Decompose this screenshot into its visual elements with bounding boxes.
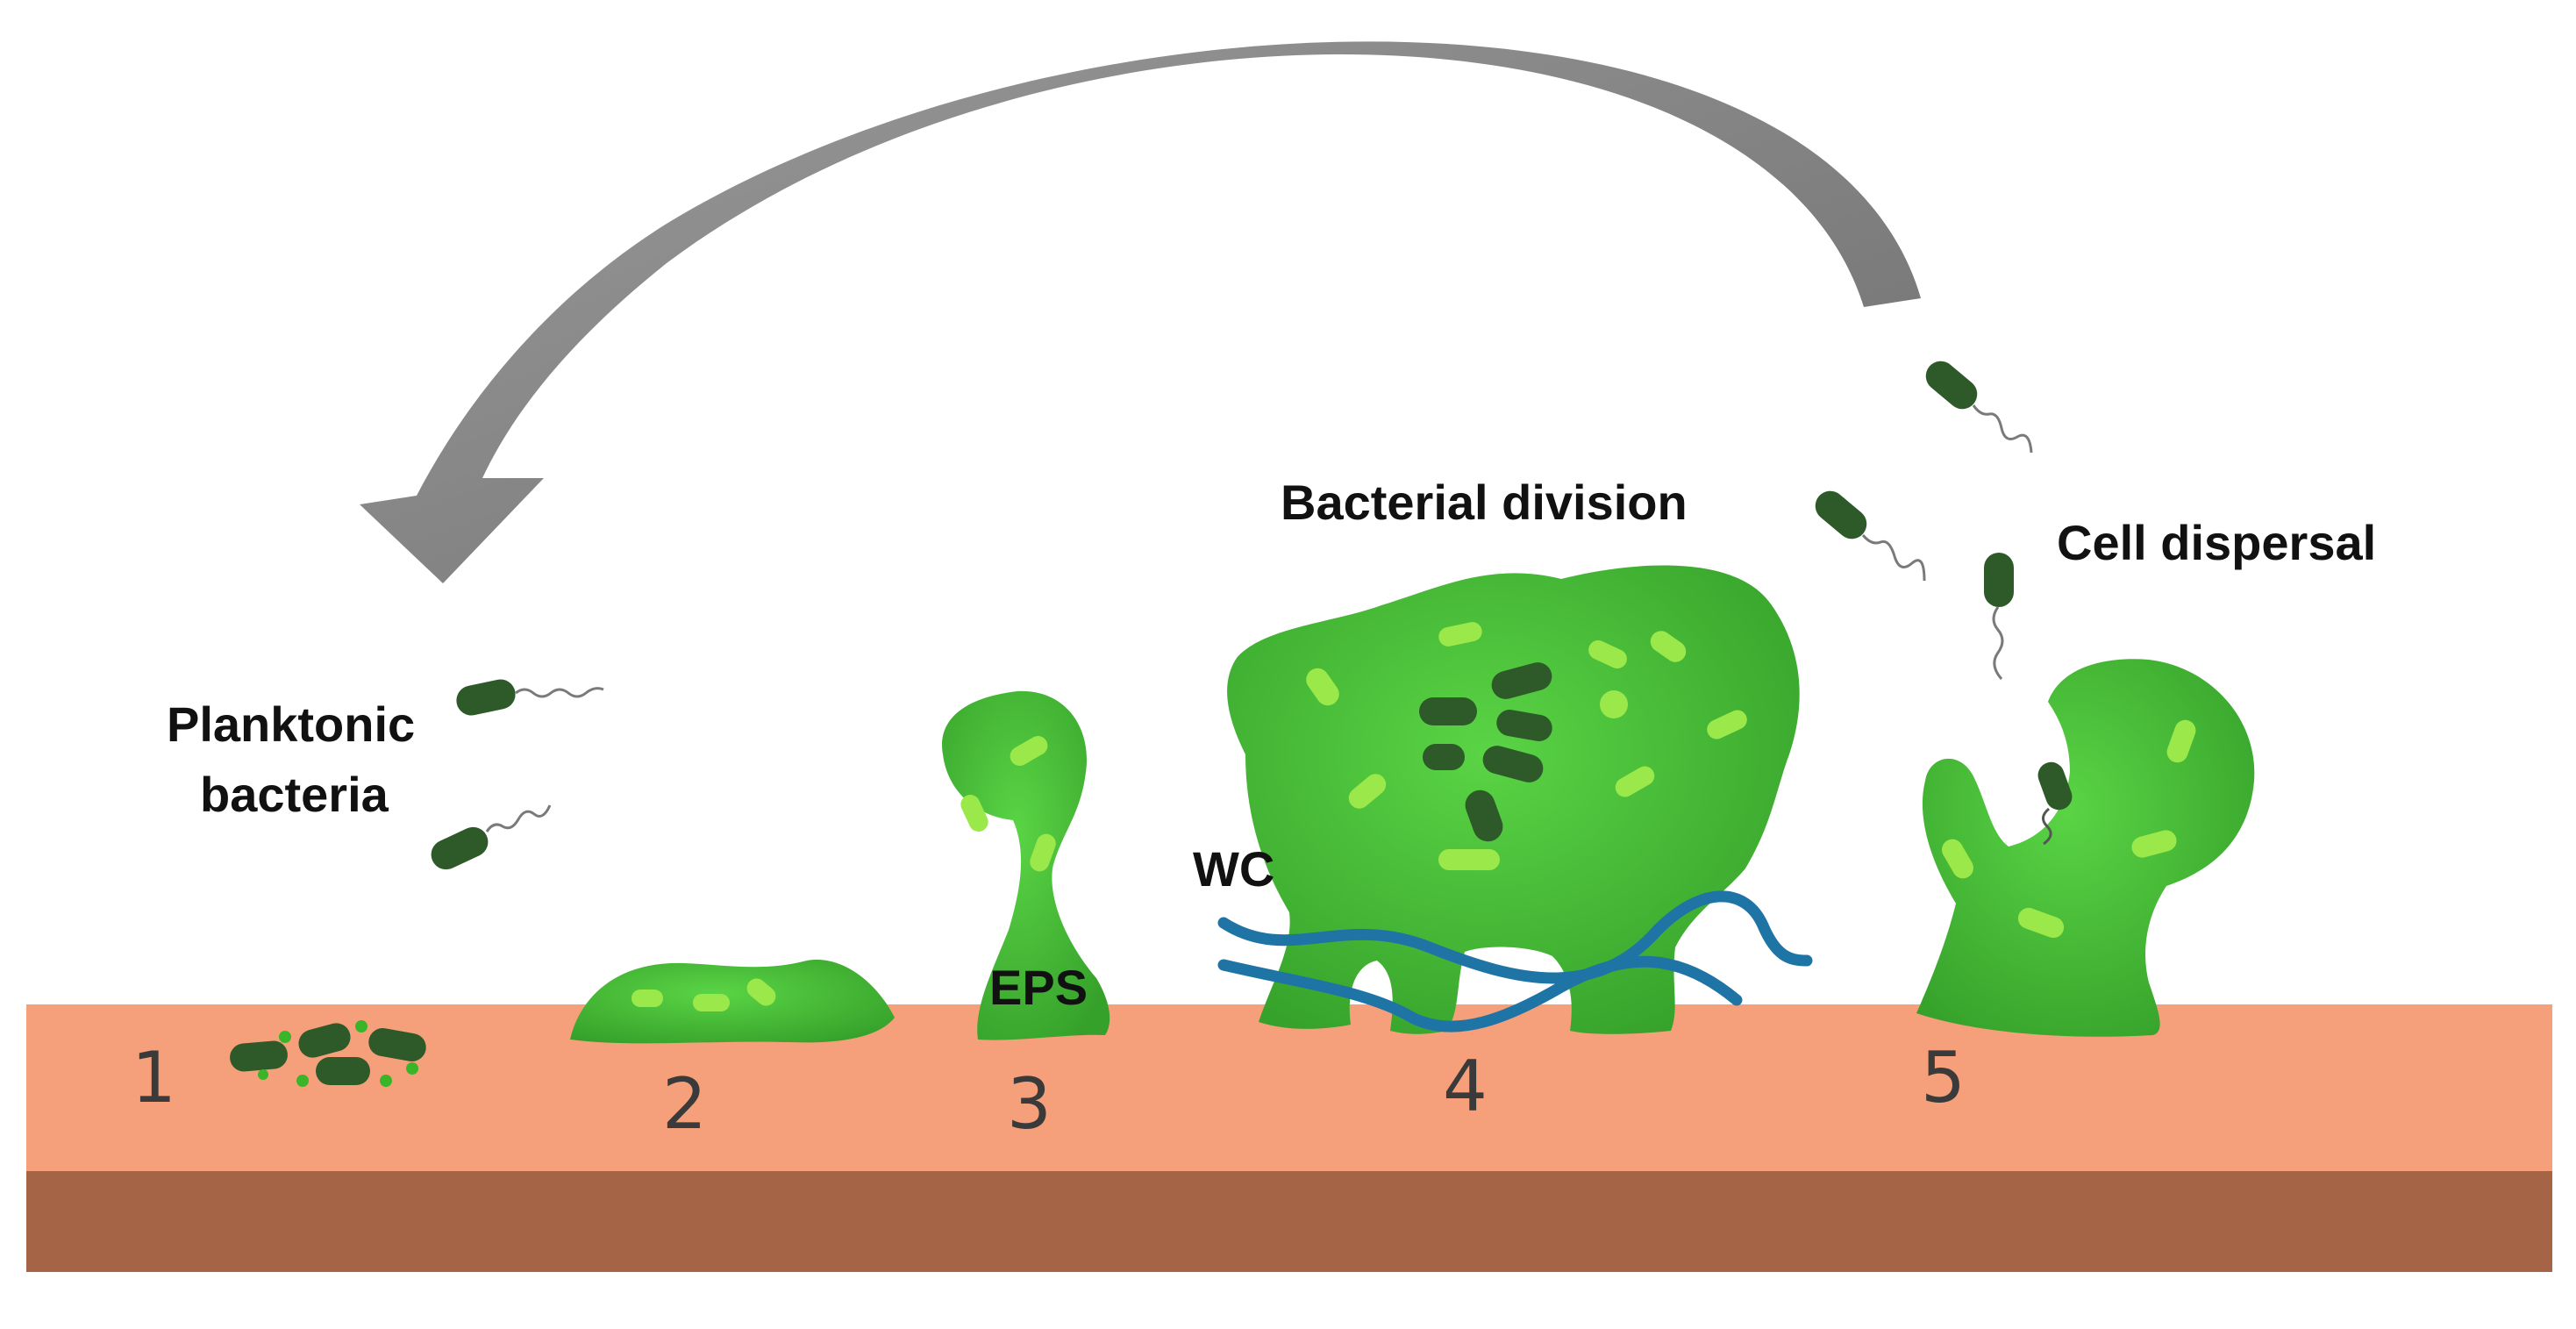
bacterium-icon [1465, 790, 1503, 842]
eps-dot [258, 1069, 268, 1080]
rod-cell [1348, 774, 1387, 809]
bacterial-division-label: Bacterial division [1281, 475, 1688, 530]
planktonic-label-line2: bacteria [200, 767, 389, 822]
biofilm-blob [1916, 659, 2255, 1037]
bacterium-icon [1491, 662, 1552, 699]
stage-1-attachment [230, 1020, 426, 1087]
rod-cell [1650, 631, 1687, 662]
wc-label: WC [1193, 841, 1274, 897]
rod-cell [1010, 736, 1048, 766]
rod-bacterium-icon [431, 804, 552, 870]
biofilm-blob [1227, 565, 1800, 1034]
rod-cell [1942, 839, 1973, 879]
rod-cell [1707, 710, 1747, 740]
rod-cell [2017, 907, 2065, 939]
eps-dot [406, 1062, 418, 1075]
wc-fiber [1217, 955, 1743, 1032]
planktonic-label: Planktonic [167, 697, 415, 752]
bacterium-icon [1496, 710, 1552, 741]
stage-5-dispersal [1916, 659, 2255, 1037]
bacterium-icon [316, 1057, 370, 1085]
bacterium-icon [368, 1028, 426, 1061]
rod-cell [1438, 849, 1500, 870]
rod-bacterium-icon [1984, 553, 2014, 680]
cell-dispersal-label: Cell dispersal [2057, 515, 2376, 570]
stage-number-5: 5 [1921, 1037, 1966, 1118]
rod-cell [1306, 668, 1339, 706]
stage-3-maturation [942, 690, 1110, 1040]
bacterium-icon [298, 1023, 351, 1058]
biofilm-blob [942, 690, 1110, 1040]
rod-cell [1438, 622, 1482, 647]
planktonic-bacteria-cells [431, 361, 2033, 870]
bacterium-icon [1482, 746, 1544, 782]
rod-cell [2131, 830, 2177, 858]
rod-cell [693, 994, 730, 1011]
flagellum [2042, 807, 2052, 846]
bacterium-icon [1419, 697, 1477, 725]
eps-dot [296, 1075, 309, 1087]
substrate-top [26, 1004, 2552, 1171]
bacterium-icon [1423, 744, 1465, 770]
rod-cell [746, 978, 776, 1006]
rod-cell [632, 990, 663, 1007]
wc-water-channels [1217, 890, 1813, 1032]
substrate-front [26, 1171, 2552, 1272]
rod-cell [1600, 690, 1628, 718]
bacterium-icon [2037, 761, 2073, 811]
rod-bacterium-icon [456, 679, 604, 716]
rod-bacterium-icon [1925, 361, 2033, 454]
stage-4-bacterial-division [1227, 565, 1800, 1034]
stage-number-4: 4 [1443, 1046, 1488, 1127]
eps-dot [279, 1031, 291, 1043]
rod-bacterium-icon [1815, 490, 1926, 582]
rod-cell [1615, 766, 1655, 797]
rod-cell [1030, 833, 1056, 872]
rod-cell [1588, 639, 1627, 669]
eps-label: EPS [989, 960, 1088, 1015]
rod-cell [960, 795, 988, 832]
bacterium-icon [230, 1040, 288, 1072]
stage-2-microcolony [570, 960, 895, 1044]
stage-number-3: 3 [1007, 1063, 1052, 1145]
rod-cell [2166, 719, 2196, 763]
stage-number-2: 2 [662, 1063, 707, 1145]
eps-dot [355, 1020, 367, 1032]
biofilm-blob [570, 960, 895, 1044]
eps-dot [380, 1075, 392, 1087]
stage-number-1: 1 [132, 1037, 176, 1118]
